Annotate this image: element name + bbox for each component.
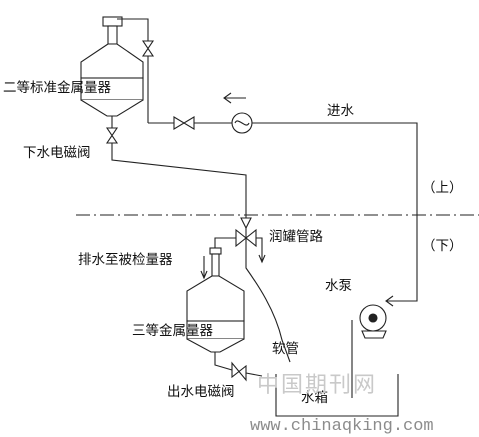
label-drain-to-tested: 排水至被检量器 — [78, 252, 173, 267]
label-water-inlet: 进水 — [327, 103, 354, 118]
flowmeter-icon — [231, 112, 253, 134]
label-up: （上） — [422, 180, 463, 195]
secondary-standard-vessel — [80, 16, 144, 128]
outlet-solenoid-valve — [231, 361, 247, 382]
drain-pipe-upper — [111, 143, 247, 218]
tertiary-standard-vessel — [186, 247, 245, 353]
label-hose: 软管 — [272, 341, 299, 356]
tank-pipe-branch — [256, 237, 263, 262]
label-tertiary-standard: 三等金属量器 — [132, 323, 213, 338]
down-arrow-icon — [258, 254, 266, 264]
supply-pipe — [252, 122, 418, 302]
hose-line — [245, 248, 291, 363]
label-outlet-solenoid: 出水电磁阀 — [167, 384, 235, 399]
drain-branch-pipe — [214, 237, 236, 248]
label-lower-solenoid: 下水电磁阀 — [23, 145, 91, 160]
watermark-cn: 中国期刊网 — [257, 372, 378, 397]
drain-arrow-icon — [200, 270, 208, 280]
water-tank — [275, 374, 399, 417]
upper-inlet-pipe — [117, 18, 149, 123]
pump-icon — [359, 304, 387, 339]
label-down: （下） — [422, 238, 463, 253]
label-tank-pipe: 润罐管路 — [269, 229, 323, 244]
label-pump: 水泵 — [325, 278, 352, 293]
pump-inlet-arrow-icon — [385, 295, 394, 307]
lower-solenoid-valve — [105, 127, 119, 144]
watermark-url: www.chinaqking.com — [250, 417, 434, 436]
outlet-pipe-right — [245, 372, 263, 377]
inlet-valve — [173, 116, 195, 130]
flow-direction-arrow-icon — [223, 92, 246, 104]
outlet-pipe-left — [214, 352, 233, 371]
label-secondary-standard: 二等标准金属量器 — [3, 80, 111, 95]
tank-pipe-valve — [235, 217, 257, 248]
label-water-tank: 水箱 — [301, 390, 328, 405]
upper-valve — [141, 40, 155, 57]
